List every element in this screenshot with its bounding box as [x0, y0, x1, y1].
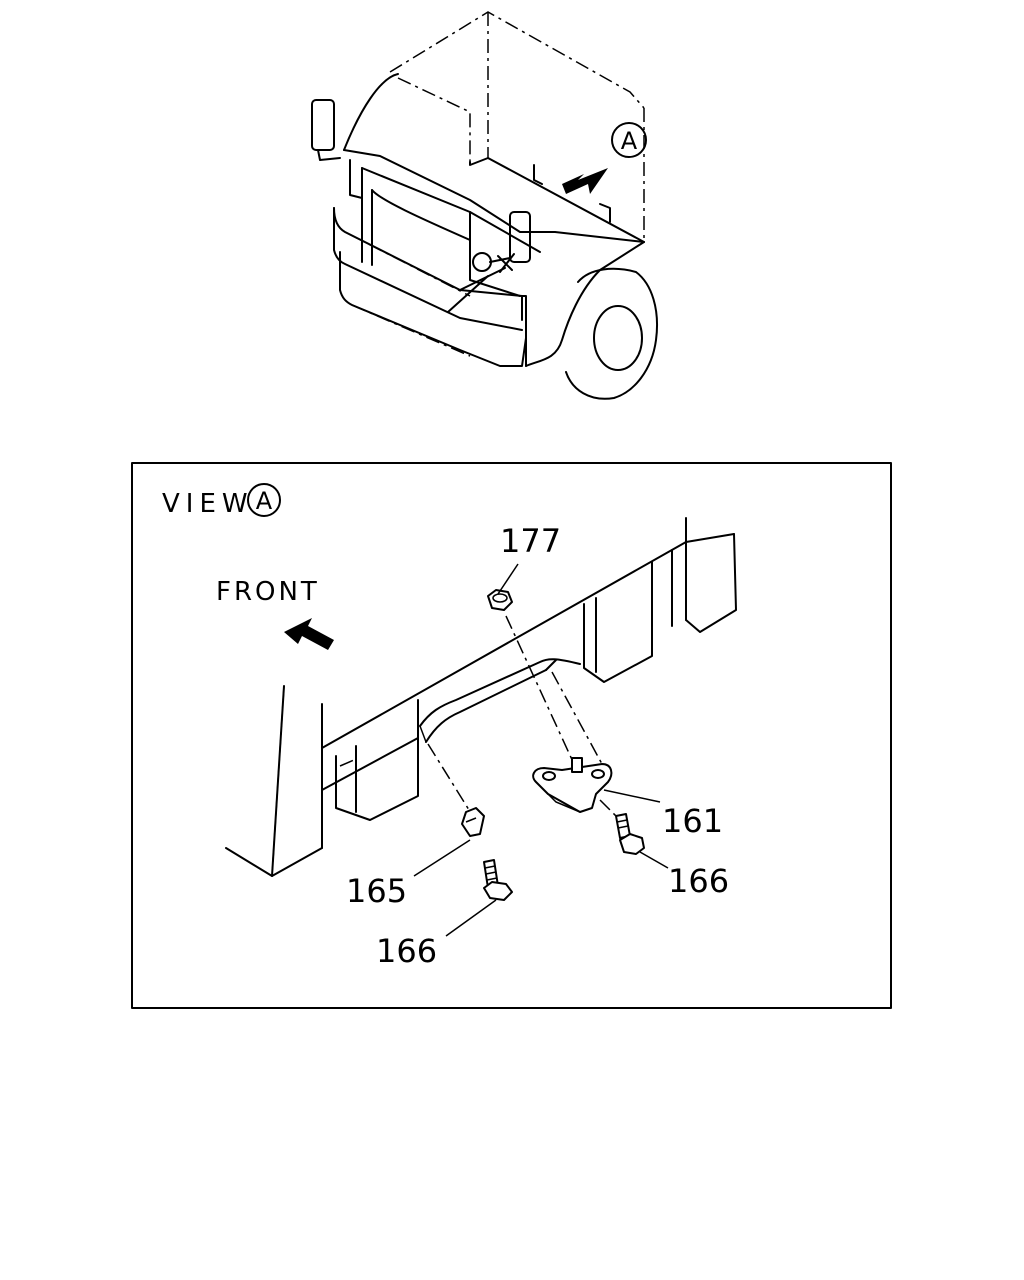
front-indicator: FRONT: [216, 577, 334, 650]
left-mirror-icon: [311, 99, 341, 161]
callout-a-badge: A: [611, 122, 647, 158]
bolt-166-left-icon: [483, 859, 513, 901]
front-label: FRONT: [216, 577, 320, 607]
right-mirror-icon: [472, 211, 531, 273]
view-word: VIEW: [162, 489, 254, 519]
view-a-title: VIEW A: [162, 483, 281, 519]
part-label-177: 177: [500, 522, 561, 560]
truck-cab-illustration: A: [311, 11, 658, 400]
leader-lines: [413, 563, 669, 937]
bracket-161-icon: [532, 757, 613, 813]
nut-177-icon: [487, 589, 513, 611]
clip-165-icon: [461, 807, 485, 837]
chassis-frame-illustration: [225, 517, 737, 877]
bolt-166-right-icon: [615, 813, 645, 855]
front-arrow-icon: [284, 618, 334, 650]
part-label-166-right: 166: [668, 862, 729, 900]
callout-a-letter: A: [621, 127, 638, 155]
part-label-166-left: 166: [376, 932, 437, 970]
part-label-165: 165: [346, 872, 407, 910]
view-a-frame: [131, 462, 892, 1009]
part-label-161: 161: [662, 802, 723, 840]
view-letter: A: [256, 487, 273, 515]
view-direction-arrow-icon: [562, 168, 608, 194]
